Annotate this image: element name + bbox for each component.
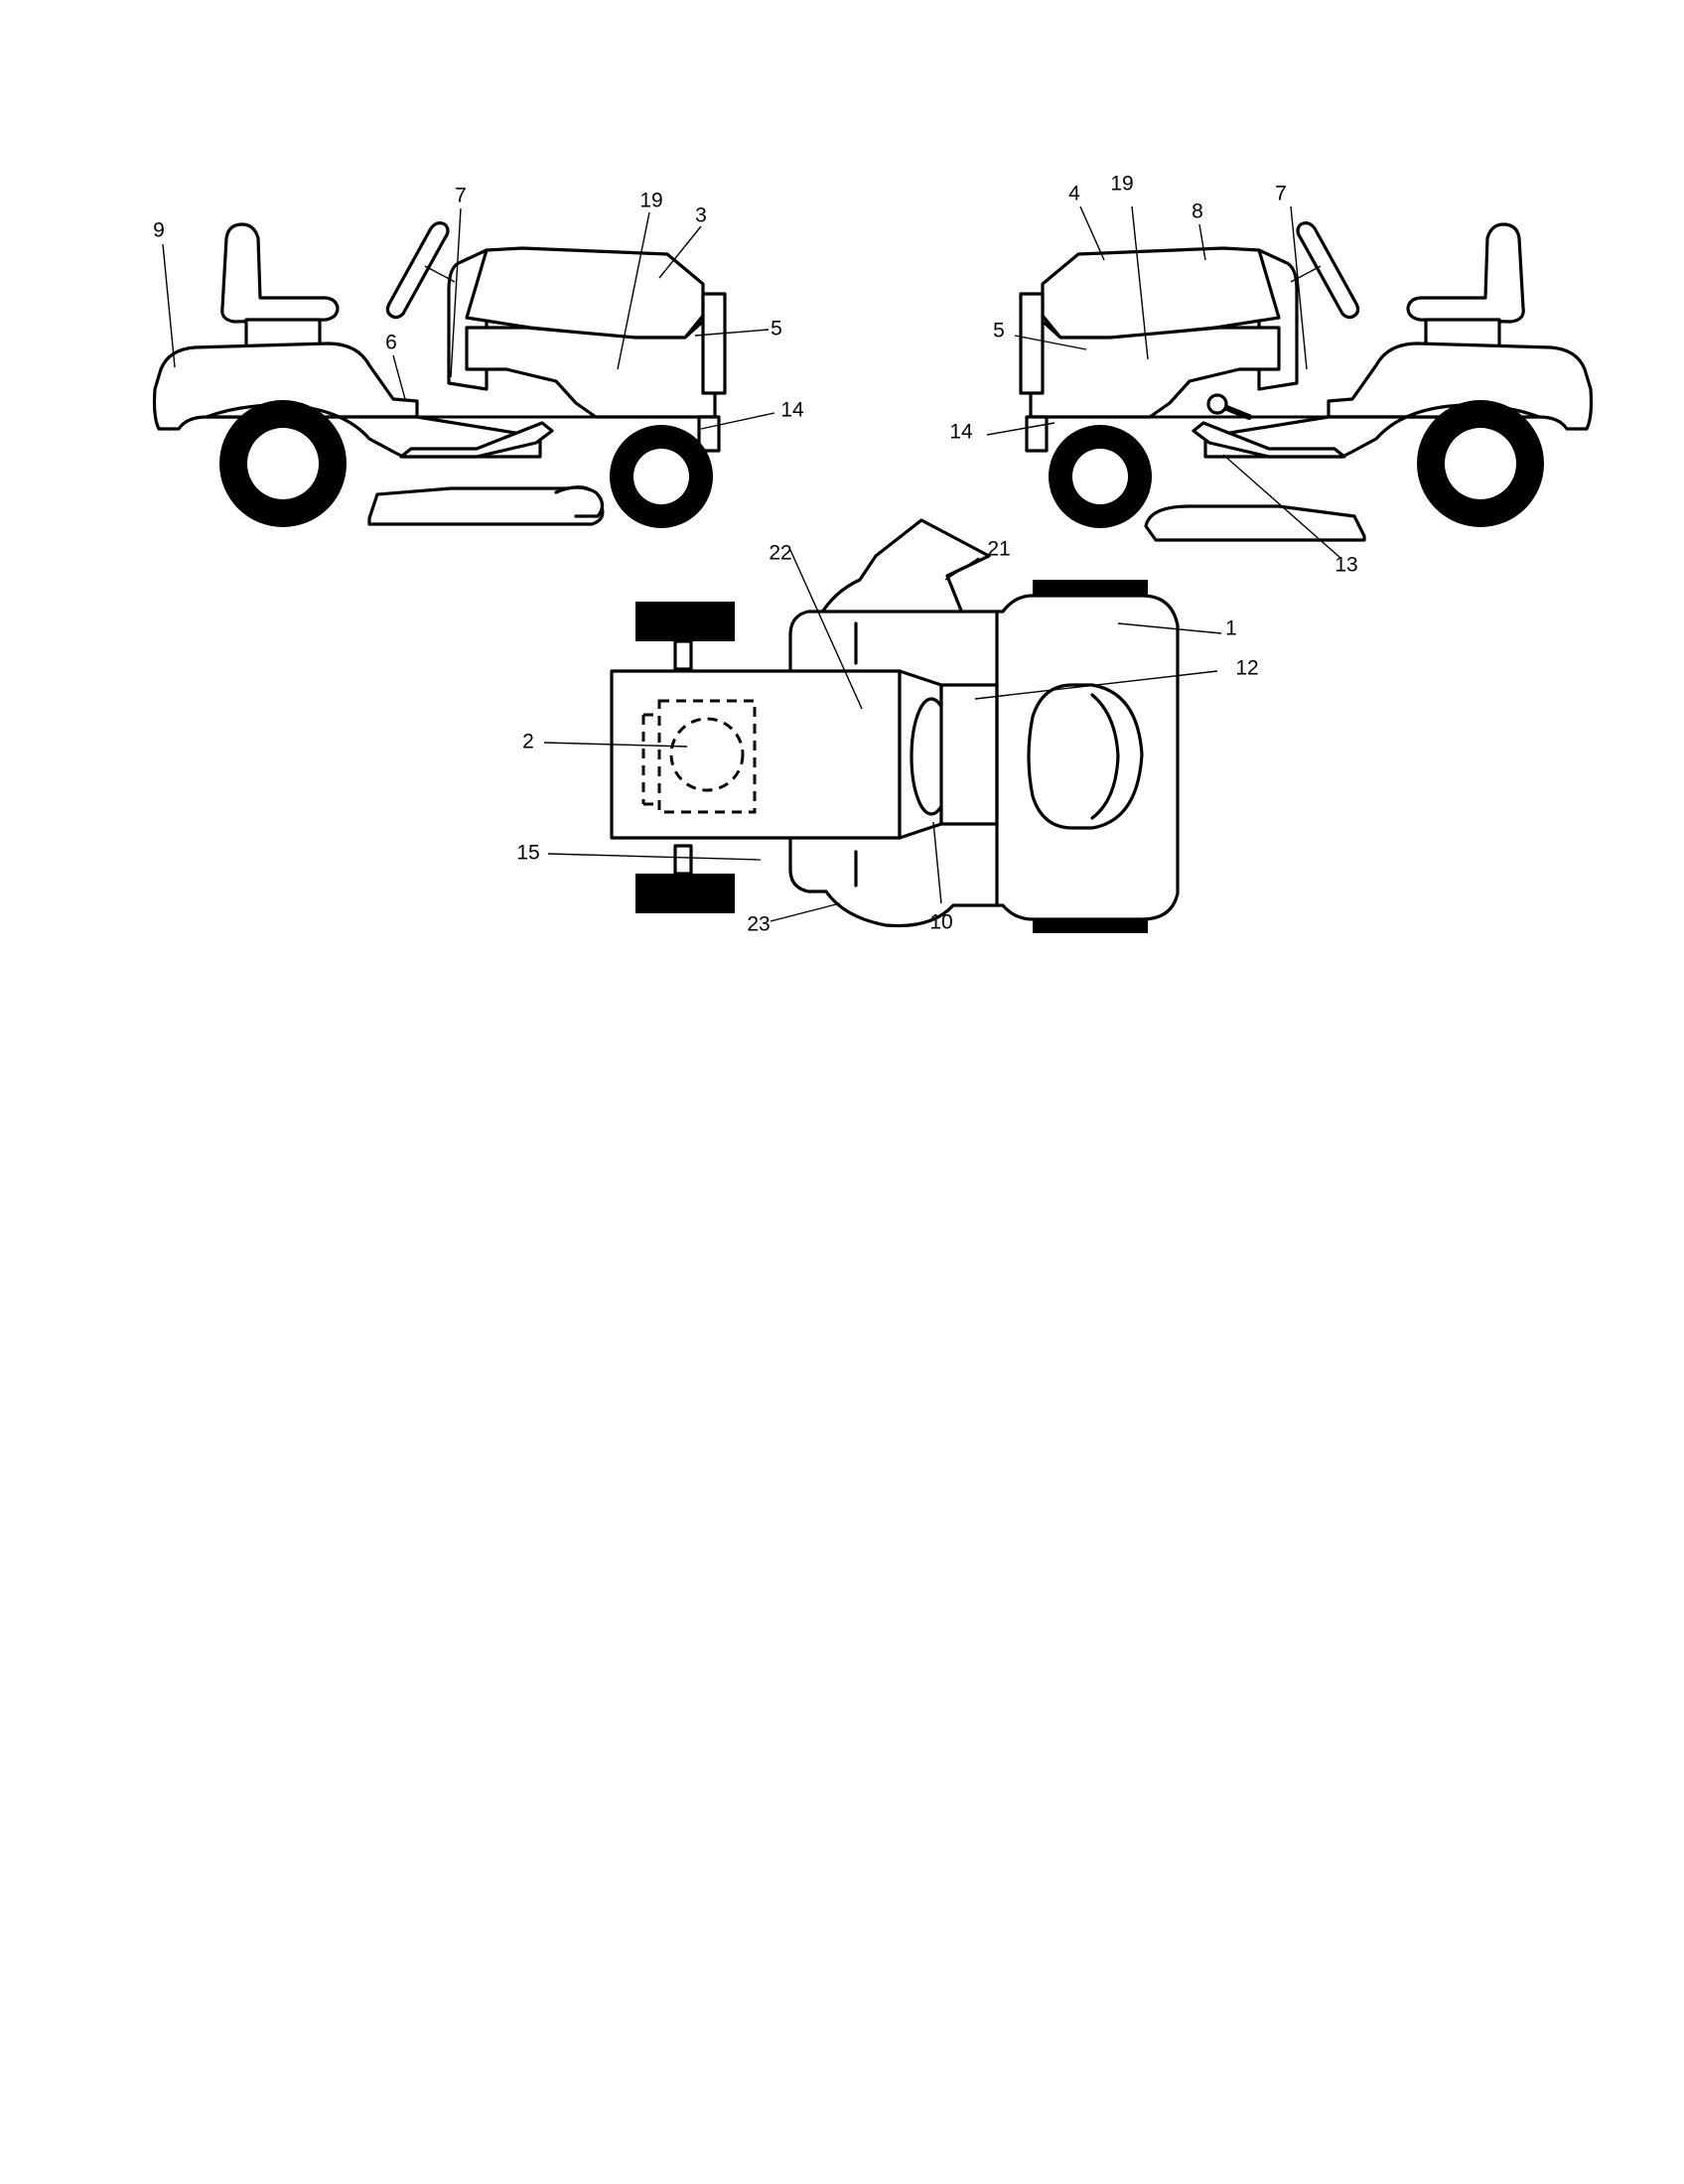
- callout-10: 10: [929, 911, 952, 934]
- footrest-right: [1192, 421, 1346, 459]
- callout-4: 4: [1068, 183, 1080, 205]
- front-wheel-hub: [633, 449, 689, 504]
- rear-fender: [152, 341, 419, 431]
- callout-6: 6: [385, 332, 397, 354]
- steering-wheel-right: [1296, 221, 1360, 320]
- tractor-right-side-view: [1019, 221, 1594, 542]
- callout-3: 3: [695, 205, 707, 227]
- discharge-chute-top: [818, 518, 991, 617]
- callout-19: 19: [1110, 173, 1133, 196]
- rear-tire-top-upper: [1033, 580, 1148, 596]
- callout-19: 19: [639, 190, 662, 212]
- grille: [701, 292, 727, 395]
- rear-wheel-hub-right: [1445, 428, 1516, 499]
- tractor-top-view: [610, 518, 1180, 933]
- seat-back-top: [1090, 693, 1120, 820]
- lift-lever-knob: [1206, 393, 1228, 415]
- callout-2: 2: [522, 731, 534, 753]
- callouts-right: 4 19 8 7 5 14 13: [949, 173, 1357, 577]
- leader-lines-right: [986, 205, 1341, 559]
- front-wheel-hub-right: [1072, 449, 1128, 504]
- callout-13: 13: [1334, 554, 1357, 577]
- seat: [220, 222, 340, 324]
- rear-right-tire: [635, 874, 735, 913]
- callout-7: 7: [455, 185, 467, 207]
- engine-outline: [657, 699, 757, 814]
- callout-9: 9: [153, 219, 165, 242]
- steering-shaft: [424, 265, 456, 283]
- callout-22: 22: [769, 542, 791, 565]
- callout-1: 1: [1225, 617, 1237, 640]
- front-bumper-right: [1025, 415, 1049, 453]
- rear-wheel-hub: [247, 428, 319, 499]
- footrest: [399, 421, 554, 459]
- rear-axle-right: [673, 844, 693, 876]
- callout-21: 21: [987, 538, 1010, 561]
- callouts-top: 21 22 1 12 2 15 23 10: [516, 538, 1258, 936]
- callout-5: 5: [993, 320, 1005, 342]
- mower-deck-right: [1144, 504, 1366, 542]
- callouts-left: 9 7 19 3 6 5 14: [153, 185, 804, 422]
- rear-left-tire: [635, 602, 735, 641]
- grille-right: [1019, 292, 1045, 395]
- rear-tire-top-lower: [1033, 919, 1148, 933]
- hood: [465, 246, 705, 340]
- engine-pulley: [669, 717, 745, 792]
- callout-23: 23: [747, 913, 770, 936]
- rear-fender-right: [1327, 341, 1594, 431]
- seat-top: [1027, 683, 1144, 830]
- discharge-chute: [554, 485, 605, 518]
- callout-8: 8: [1192, 201, 1203, 223]
- callout-15: 15: [516, 842, 539, 865]
- hood-right: [1041, 246, 1281, 340]
- callout-14: 14: [949, 421, 973, 444]
- steering-wheel: [385, 221, 450, 320]
- callout-12: 12: [1235, 657, 1258, 680]
- callout-5: 5: [771, 318, 782, 341]
- callout-7: 7: [1275, 183, 1287, 205]
- rear-axle-left: [673, 639, 693, 671]
- tractor-left-side-view: [152, 221, 727, 528]
- center-body: [939, 683, 999, 826]
- seat-right: [1406, 222, 1525, 324]
- leader-lines-left: [162, 207, 775, 430]
- leader-lines-top: [543, 549, 1222, 922]
- callout-14: 14: [780, 399, 804, 422]
